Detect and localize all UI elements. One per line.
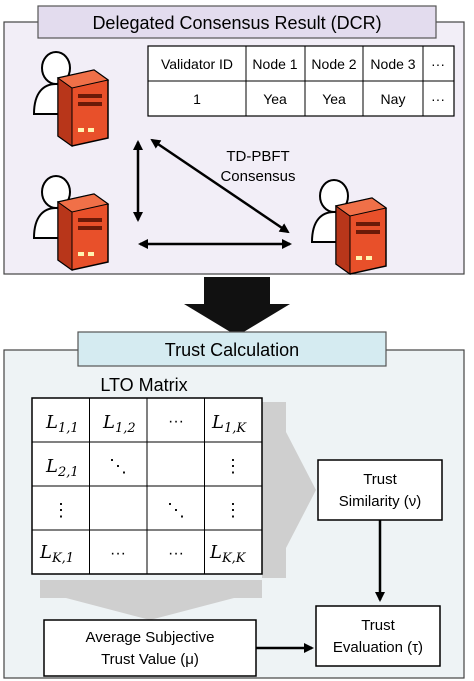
matrix-cell-1-1: L1,1 [45, 412, 79, 436]
matrix-title: LTO Matrix [100, 375, 187, 395]
trust-evaluation-box [315, 605, 441, 667]
table-header-validator-id: Validator ID [161, 56, 233, 72]
trust-similarity-line1: Trust [363, 471, 397, 488]
matrix-cell-2-k: ⋮ [224, 456, 242, 476]
matrix-cell-k-3: ··· [168, 545, 184, 562]
table-header-node-1: Node 1 [252, 56, 297, 72]
matrix-cell-2-2: ⋱ [109, 456, 127, 476]
average-trust-line2: Trust Value (μ) [101, 651, 199, 668]
matrix-cell-1-3: ··· [168, 413, 184, 430]
trust-evaluation-line2: Evaluation (τ) [333, 639, 423, 656]
consensus-label-line2: Consensus [220, 168, 295, 185]
matrix-cell-1-k: L1,K [211, 412, 247, 436]
matrix-cell-3-1: ⋮ [52, 500, 70, 520]
table-cell-node-1: Yea [263, 91, 287, 107]
trust-title: Trust Calculation [165, 340, 299, 360]
lto-matrix: L1,1 L1,2 ··· L1,K L2,1 ⋱ ⋮ ⋮ ⋱ ⋮ LK,1 ·… [31, 397, 263, 575]
matrix-cell-k-1: LK,1 [39, 542, 74, 566]
table-header-more: ··· [431, 56, 445, 72]
average-trust-line1: Average Subjective [86, 629, 215, 646]
trust-similarity-line2: Similarity (ν) [339, 493, 422, 510]
table-header-node-3: Node 3 [370, 56, 415, 72]
dcr-title: Delegated Consensus Result (DCR) [92, 13, 381, 33]
matrix-cell-3-k: ⋮ [224, 500, 242, 520]
grey-arrow-down-icon [40, 580, 262, 620]
consensus-label-line1: TD-PBFT [226, 148, 289, 165]
matrix-cell-k-2: ··· [110, 545, 126, 562]
matrix-cell-k-k: LK,K [209, 542, 247, 566]
arrow-diagonal [150, 138, 290, 234]
down-arrow-icon [184, 277, 290, 336]
trust-evaluation-line1: Trust [361, 617, 395, 634]
matrix-cell-1-2: L1,2 [102, 412, 136, 436]
validator-table: Validator ID Node 1 Node 2 Node 3 ··· 1 … [147, 45, 455, 117]
average-trust-box [43, 619, 257, 677]
trust-similarity-box [317, 459, 443, 521]
trust-title-box [77, 331, 387, 367]
grey-arrow-right-icon [262, 402, 316, 578]
matrix-cell-2-1: L2,1 [45, 456, 79, 480]
table-cell-node-2: Yea [322, 91, 346, 107]
matrix-cell-3-3: ⋱ [167, 500, 185, 520]
table-cell-node-3: Nay [381, 91, 406, 107]
table-cell-validator-id: 1 [193, 91, 201, 107]
dcr-title-box [37, 5, 437, 39]
table-header-node-2: Node 2 [311, 56, 356, 72]
table-cell-more: ··· [431, 91, 445, 107]
